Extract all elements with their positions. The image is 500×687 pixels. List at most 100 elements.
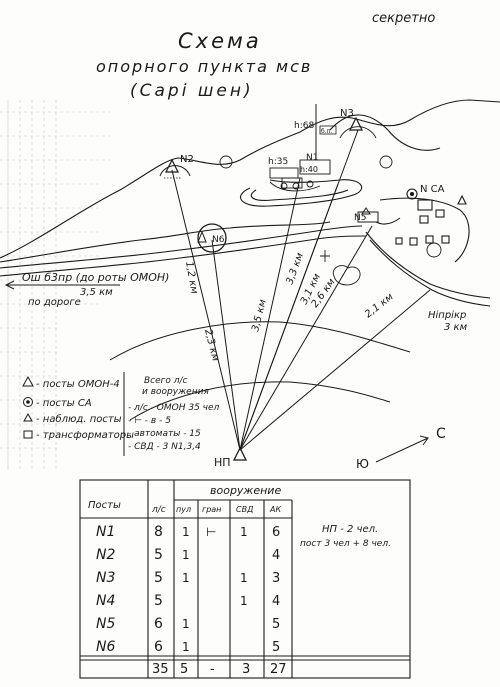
main-road-lower [0, 235, 367, 277]
compass-north-label: С [436, 426, 446, 442]
table-cell: ⊢ [206, 525, 216, 539]
sight-lines [171, 129, 431, 451]
table-total-svd: 3 [242, 662, 250, 677]
trees [219, 155, 442, 286]
distance-right-road: 2,1 км [363, 291, 396, 320]
right-road [365, 231, 491, 299]
height-35-label: h:35 [268, 157, 288, 167]
table-row-post-name: N6 [96, 639, 115, 655]
table-note-line-2: пост 3 чел + 8 чел. [300, 539, 391, 549]
small-triangle-icon [23, 412, 33, 422]
left-road-sub-label: по дороге [28, 297, 81, 308]
post-6-label: N6 [212, 235, 225, 245]
table-cell: 5 [272, 640, 280, 655]
post-4-5-cluster [357, 207, 401, 225]
line-np-to-post-3 [239, 129, 359, 451]
summary-line-1: Всего л/с [144, 376, 188, 386]
table-total-personnel: 35 [152, 662, 169, 677]
distance-np-post-1: 3,5 км [250, 298, 269, 333]
upper-contour [329, 114, 441, 151]
line-np-to-post-1 [239, 177, 301, 451]
post-sa-marker [395, 188, 467, 246]
table-cell: 5 [154, 593, 163, 609]
table-cell: 5 [154, 547, 163, 563]
table-cell: 6 [154, 616, 163, 632]
distance-np-post-2: 2,3 км [202, 328, 221, 363]
loop-road-outer [239, 179, 363, 207]
line-np-to-post-5 [239, 225, 373, 451]
summary-line-4: - ⊢ - в - 5 [128, 416, 171, 426]
table-cell: 1 [240, 571, 248, 585]
distance-np-post-6: 1,2 км [183, 261, 200, 296]
circle-dot-icon [23, 397, 33, 407]
hut-bp [319, 125, 337, 135]
np-observation-point [232, 446, 248, 461]
table-cell: 1 [182, 571, 190, 585]
table-cell: 1 [182, 617, 190, 631]
line-np-to-post-6 [211, 239, 241, 451]
table-cell: 3 [272, 571, 280, 586]
height-40-label: h:40 [300, 165, 318, 174]
post-6-marker [197, 223, 227, 253]
right-road-2 [369, 239, 491, 307]
table-cell: 5 [154, 570, 163, 586]
table-group-header: вооружение [210, 484, 281, 497]
table-cell: 1 [182, 525, 190, 539]
post-1-label: N1 [306, 153, 318, 163]
table-header-posts: Посты [88, 500, 121, 511]
line-np-to-post-2 [171, 169, 241, 451]
main-road-upper [0, 225, 363, 269]
post-1-base [269, 159, 331, 192]
summary-line-3: - л/с - ОМОН 35 чел [128, 403, 220, 413]
right-road-distance: 3 км [444, 322, 468, 333]
table-header-personnel: л/с [151, 505, 166, 515]
square-icon [23, 430, 33, 439]
table-cell: 1 [182, 548, 190, 562]
table-header-ak: АК [269, 505, 281, 514]
summary-line-5: - автоматы - 15 [128, 429, 201, 439]
valley-contour [0, 221, 331, 263]
compass-south-label: Ю [356, 457, 369, 471]
hut-bp-label: б.п. [321, 128, 333, 135]
table-cell: 8 [154, 524, 163, 540]
title-line-3: (Сарі шен) [130, 81, 254, 101]
legend-item-4: - трансформаторы [36, 430, 134, 441]
table-header-svd: СВД [236, 505, 253, 514]
table-cell: 6 [154, 639, 163, 655]
left-road-distance: 3,5 км [80, 287, 113, 298]
table-cell: 6 [272, 525, 280, 540]
table-row-post-name: N2 [96, 547, 115, 563]
triangle-icon [22, 375, 34, 387]
table-header-grenade: гран [202, 505, 221, 514]
main-ridge-line [0, 99, 500, 259]
table-cell: 4 [272, 594, 280, 609]
table-cell: 5 [272, 617, 280, 632]
compass-arrow [375, 435, 429, 463]
table-cell: 1 [182, 640, 190, 654]
table-row-post-name: N3 [96, 570, 115, 586]
legend-item-3: - наблюд. посты [36, 413, 122, 425]
terrain-lines [109, 321, 411, 421]
height-68-label: h:68 [294, 121, 314, 131]
ridge-contours [0, 99, 500, 263]
weapons-table [79, 479, 411, 679]
table-total-ak: 27 [270, 662, 287, 677]
legend-item-2: - посты СА [36, 398, 92, 409]
roads [0, 179, 491, 307]
table-total-grenade: - [210, 662, 215, 677]
line-np-to-right [239, 289, 431, 451]
legend-icons [22, 375, 34, 439]
post-3-label: N3 [340, 108, 354, 119]
table-row-post-name: N5 [96, 616, 115, 632]
post-3-marker [339, 116, 377, 139]
title-line-2: опорного пункта мсв [96, 57, 312, 76]
table-cell: 1 [240, 594, 248, 608]
right-road-label: Ніпрікр [428, 309, 466, 321]
left-road-arrow [4, 280, 120, 290]
summary-line-2: и вооружения [142, 387, 209, 397]
np-label: НП [214, 456, 231, 469]
legend-item-1: - посты ОМОН-4 [36, 379, 120, 390]
right-hill-contour [379, 197, 470, 263]
